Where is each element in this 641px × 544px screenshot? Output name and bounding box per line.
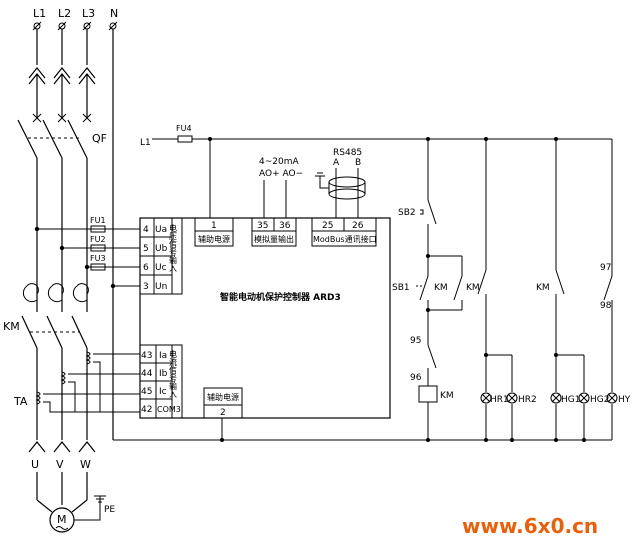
- label-km-col1: KM: [466, 283, 480, 293]
- label-u: U: [31, 458, 39, 471]
- arc-symbols: [22, 283, 89, 303]
- i-term-2: 45: [141, 387, 152, 397]
- voltage-signal-label: 电压信号输入: [169, 223, 178, 272]
- label-hy: HY: [618, 395, 631, 405]
- label-qf: QF: [92, 132, 107, 145]
- control-circuit: [416, 137, 618, 442]
- i-term-3: 42: [141, 405, 152, 415]
- watermark: www.6x0.cn: [462, 514, 598, 538]
- voltage-taps: [34, 225, 140, 289]
- current-signal-label: 电流信号输入: [169, 349, 178, 398]
- label-rs485-b: B: [355, 158, 361, 168]
- label-w: W: [80, 458, 91, 471]
- label-l2: L2: [58, 7, 71, 20]
- label-ao-pins: AO+ AO−: [259, 169, 303, 179]
- label-l3: L3: [82, 7, 95, 20]
- i-name-3: COM3: [157, 405, 181, 414]
- label-km-main: KM: [3, 320, 20, 333]
- label-fu2: FU2: [90, 235, 106, 244]
- current-terminal-block: [139, 344, 183, 419]
- aux-power-top-label: 辅助电源: [198, 234, 230, 244]
- aux-power-bottom-block: [203, 387, 243, 419]
- voltage-terminal-block: [139, 217, 183, 295]
- top-terminals: [32, 21, 118, 31]
- i-name-1: Ib: [159, 369, 168, 379]
- label-98: 98: [600, 301, 612, 311]
- label-v: V: [56, 458, 64, 471]
- label-rs485-a: A: [333, 158, 340, 168]
- label-hr2: HR2: [518, 395, 537, 405]
- label-hg2: HG2: [590, 395, 609, 405]
- term-26: 26: [352, 221, 364, 231]
- label-hg1: HG1: [561, 395, 580, 405]
- v-name-3: Un: [155, 282, 167, 292]
- label-sb2: SB2: [398, 208, 416, 218]
- term-36: 36: [279, 221, 291, 231]
- v-name-0: Ua: [155, 225, 167, 235]
- label-hr1: HR1: [490, 395, 509, 405]
- label-rs485: RS485: [333, 148, 362, 158]
- device-box: [139, 217, 391, 419]
- label-fu3: FU3: [90, 254, 106, 263]
- term-2: 2: [220, 408, 226, 418]
- device-title: 智能电动机保护控制器 ARD3: [220, 291, 341, 303]
- modbus-label: ModBus通讯接口: [313, 234, 377, 244]
- term-35: 35: [257, 221, 268, 231]
- i-name-0: Ia: [159, 351, 167, 361]
- v-term-2: 6: [143, 263, 149, 273]
- label-km-self: KM: [434, 283, 448, 293]
- aux-power-bottom-label: 辅助电源: [207, 392, 239, 402]
- label-fu1: FU1: [90, 216, 106, 225]
- fu4-fuse: [177, 135, 193, 143]
- label-95: 95: [410, 336, 421, 346]
- label-sb1: SB1: [392, 283, 410, 293]
- term-aux: 1: [211, 221, 217, 231]
- v-term-1: 5: [143, 244, 149, 254]
- phase-conductors: [17, 29, 96, 300]
- i-name-2: Ic: [159, 387, 167, 397]
- i-term-1: 44: [141, 369, 153, 379]
- current-transformers: [35, 351, 140, 413]
- label-l1-ctrl: L1: [140, 138, 151, 148]
- label-current-range: 4~20mA: [259, 157, 299, 167]
- label-km-col2: KM: [536, 283, 550, 293]
- v-name-2: Uc: [155, 263, 167, 273]
- motor: M: [36, 472, 106, 533]
- rs485-shield: [315, 168, 366, 218]
- km-contacts: [21, 300, 88, 440]
- label-ta: TA: [13, 395, 28, 408]
- motor-label: M: [57, 513, 67, 526]
- label-fu4: FU4: [176, 124, 192, 133]
- term-25: 25: [322, 221, 333, 231]
- output-terminals: [28, 441, 96, 453]
- label-96: 96: [410, 373, 422, 383]
- analog-output-label: 模拟量输出: [254, 234, 294, 244]
- v-name-1: Ub: [155, 244, 168, 254]
- aux-power-top-block: [194, 217, 234, 247]
- label-l1: L1: [33, 7, 46, 20]
- label-97: 97: [600, 263, 611, 273]
- v-term-0: 4: [143, 225, 149, 235]
- i-term-0: 43: [141, 351, 152, 361]
- v-term-3: 3: [143, 282, 149, 292]
- label-km-coil: KM: [440, 391, 454, 401]
- label-pe: PE: [104, 505, 115, 515]
- label-n: N: [110, 7, 118, 20]
